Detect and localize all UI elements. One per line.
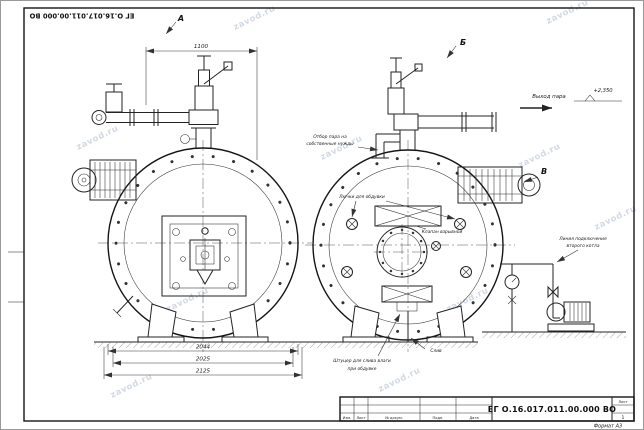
blow-hatches	[341, 218, 472, 278]
annotations: Выход пара +2,350 Отбор пара на собствен…	[306, 88, 622, 372]
dim-top-span: 1100	[194, 44, 209, 50]
burner-cone	[196, 269, 214, 286]
label-drain: Слив	[430, 348, 442, 354]
tb-col-izm: Изм.	[343, 416, 351, 420]
saddle-supports-left	[137, 303, 269, 343]
pressure-gauge	[504, 264, 520, 332]
watermark-text: zavod.ru	[377, 366, 422, 395]
bottom-hatch	[381, 285, 433, 342]
watermarks: zavod.ru zavod.ru zavod.ru zavod.ru zavo…	[75, 0, 638, 401]
tb-doc-number: ЕГ О.16.017.011.00.000 ВО	[488, 405, 616, 414]
label-elevation: +2,350	[593, 88, 613, 94]
watermark-text: zavod.ru	[545, 0, 590, 27]
tb-sheet-value: 1	[622, 415, 625, 421]
dimensions: 1100 2044 2025 2125	[103, 44, 303, 379]
watermark-text: zavod.ru	[75, 124, 120, 153]
front-flange-bolts	[114, 154, 292, 332]
corner-doc-number-text: ЕГ О.16.017.011.00.000 ВО	[29, 12, 134, 20]
manhole	[374, 224, 430, 280]
dim-shell-width: 2044	[196, 345, 211, 351]
economizer-drum-left	[71, 159, 137, 201]
label-drain-fitting-2: при обдувке	[348, 366, 377, 372]
economizer-drum-right	[457, 166, 541, 204]
watermark-text: zavod.ru	[109, 372, 154, 401]
boiler-front-view	[71, 55, 312, 352]
label-blow-hatches: Лючки для обдувки	[338, 194, 385, 200]
steam-piping-right	[371, 57, 497, 159]
label-steam-tap-1: Отбор пара на	[313, 134, 347, 140]
rear-flange-bolts	[319, 156, 497, 334]
explosion-valve	[374, 205, 442, 227]
dim-support-width: 2025	[196, 357, 211, 363]
format-note: Формат А3	[594, 424, 622, 430]
view-markers: А Б В	[165, 14, 547, 183]
label-drain-fitting-1: Штуцер для слива влаги	[333, 358, 391, 364]
shutoff-valve	[105, 83, 123, 113]
view-marker-v: В	[541, 167, 547, 176]
boiler-rear-view	[305, 57, 541, 352]
label-explosion-valve: Клапан взрывной	[422, 229, 463, 235]
label-second-boiler-1: Линия подключения	[558, 236, 607, 242]
safety-valve-left	[194, 55, 233, 111]
view-marker-a: А	[177, 14, 184, 23]
title-block: Изм. Лист № докум. Подп. Дата ЕГ О.16.01…	[339, 396, 635, 422]
view-marker-b: Б	[460, 38, 466, 47]
tb-sheet-label: Лист	[618, 400, 627, 404]
steam-piping-left	[91, 55, 233, 148]
dim-overall-width: 2125	[196, 369, 211, 375]
corner-doc-number: ЕГ О.16.017.011.00.000 ВО	[29, 12, 134, 20]
label-steam-outlet: Выход пара	[532, 94, 565, 100]
tb-col-sign: Подп.	[433, 416, 444, 420]
pressure-gauge-small	[180, 134, 190, 144]
burner-panel	[161, 215, 247, 297]
feed-pump	[546, 301, 595, 332]
tb-col-date: Дата	[469, 416, 478, 420]
watermark-text: zavod.ru	[517, 142, 562, 171]
tb-col-doc: № докум.	[385, 416, 403, 420]
label-second-boiler-2: второго котла	[566, 244, 599, 249]
label-steam-tap-2: собственные нужды	[306, 141, 354, 147]
saddle-supports-right	[342, 305, 474, 343]
watermark-text: zavod.ru	[593, 204, 638, 233]
tb-col-list: Лист	[356, 416, 365, 420]
valve-symbol	[552, 285, 559, 299]
valve-symbol	[547, 285, 554, 299]
safety-valve-right	[387, 57, 423, 115]
aux-equipment	[500, 263, 595, 332]
